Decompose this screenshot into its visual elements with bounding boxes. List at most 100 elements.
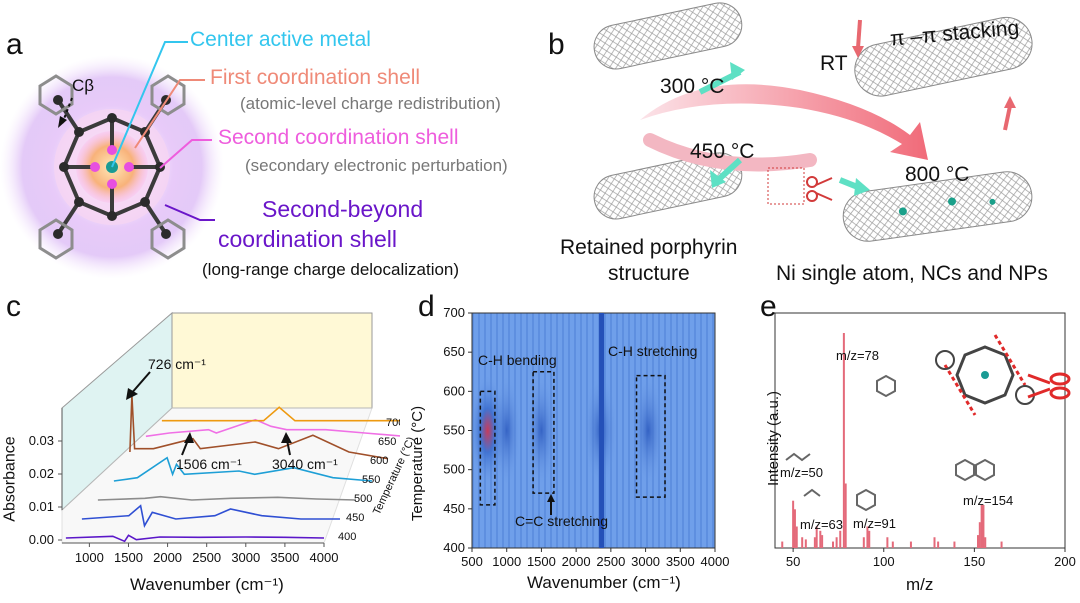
- series-500: [97, 495, 357, 501]
- benzene-icon: [876, 374, 896, 398]
- x-tick-label: 2500: [596, 554, 625, 569]
- peak-bar-62: [813, 537, 816, 548]
- y-tick-label: 450: [443, 501, 465, 516]
- cycle-arrow: [640, 84, 928, 160]
- x-tick-label: 3000: [231, 550, 260, 565]
- y-tick-label: 0.02: [29, 466, 54, 481]
- peak-bar-155: [982, 505, 985, 548]
- peak-bar-74: [835, 537, 838, 548]
- x-tick-label: 1500: [527, 554, 556, 569]
- beyond-shell-label-line1: Second-beyond: [262, 196, 424, 222]
- hotspot-3040: [632, 375, 664, 486]
- beyond-shell-label-line2: coordination shell: [218, 226, 398, 252]
- box-c-h-bending: [479, 390, 496, 506]
- nitrogen-atoms: [90, 145, 134, 189]
- phenyl-groups: [38, 74, 186, 260]
- peak-bar-51: [793, 509, 796, 548]
- ch-stretching-label: C-H stretching: [608, 343, 698, 359]
- panel-c-xlabel: Wavenumber (cm⁻¹): [130, 575, 284, 594]
- y-tick-label: 0.01: [29, 499, 54, 514]
- temp-300C-label: 300 °C: [660, 75, 725, 98]
- hotspot-1000: [492, 375, 521, 486]
- scissors-icon: [1027, 372, 1071, 400]
- peak-bar-57: [804, 539, 807, 548]
- peak-bar-139: [953, 541, 956, 548]
- biphenyl-icon: [955, 458, 995, 482]
- x-tick-label: 1000: [75, 550, 104, 565]
- z-tick-label: 600: [370, 455, 388, 467]
- z-tick-label: 500: [354, 493, 372, 505]
- peak-bar-115: [909, 541, 912, 548]
- stacking-arrow-right: [1003, 105, 1012, 131]
- ni-caption: Ni single atom, NCs and NPs: [776, 262, 1048, 285]
- series-450: [81, 504, 340, 528]
- first-shell-label: First coordination shell: [210, 66, 421, 89]
- first-shell-note: (atomic-level charge redistribution): [240, 94, 501, 113]
- x-tick-label: 1500: [114, 550, 143, 565]
- x-tick-label: 200: [1054, 554, 1076, 569]
- second-shell-label: Second coordination shell: [218, 126, 459, 149]
- x-tick-label: 4000: [310, 550, 339, 565]
- peak-bar-153: [978, 522, 981, 548]
- series-600: [129, 395, 389, 460]
- peak-bar-156: [984, 537, 987, 548]
- z-tick-label: 450: [346, 512, 364, 524]
- co2-band: [599, 313, 605, 548]
- ch-bending-label: C-H bending: [478, 352, 557, 368]
- porphyrin-molecule-box: [767, 167, 805, 205]
- peak-label-50: m/z=50: [780, 465, 823, 480]
- second-shell-note: (secondary electronic perturbation): [245, 156, 508, 175]
- x-tick-label: 3500: [270, 550, 299, 565]
- arrow-to-450C: [715, 157, 743, 183]
- beyond-shell-leader-line: [164, 204, 215, 221]
- c4-fragment-icon: [785, 452, 821, 497]
- rt-label: RT: [820, 52, 848, 75]
- peak-bar-105: [891, 541, 894, 548]
- peak-bar-50: [792, 500, 795, 548]
- peak-bar-152: [977, 535, 979, 548]
- x-tick-label: 150: [964, 554, 986, 569]
- peak-bar-92: [868, 530, 871, 548]
- porphyrin-cleavage-icon: [935, 334, 1035, 416]
- x-tick-label: 3000: [631, 554, 660, 569]
- panel-c-label: c: [6, 290, 21, 323]
- y-tick-label: 0.00: [29, 532, 54, 547]
- peak-bar-128: [933, 537, 936, 548]
- x-tick-label: 4000: [701, 554, 730, 569]
- stacking-arrow: [856, 19, 862, 49]
- retained-porphyrin-line2: structure: [608, 262, 690, 285]
- peak-label-78: m/z=78: [836, 348, 879, 363]
- z-tick-label: 550: [362, 474, 380, 486]
- panel-e-xlabel: m/z: [906, 575, 934, 594]
- series-650: [145, 418, 400, 438]
- peak-bar-79: [844, 483, 847, 548]
- x-tick-label: 50: [786, 554, 800, 569]
- box-c-c-stretching: [532, 371, 555, 494]
- panel-d-xlabel: Wavenumber (cm⁻¹): [527, 573, 681, 592]
- peak-label-154: m/z=154: [963, 493, 1014, 508]
- x-tick-label: 1000: [492, 554, 521, 569]
- annotation-726: 726 cm⁻¹: [148, 356, 206, 372]
- peak-bar-91: [866, 526, 869, 548]
- beyond-shell-note: (long-range charge delocalization): [202, 260, 460, 279]
- box-c-h-stretching: [635, 374, 666, 498]
- series-400: [65, 534, 325, 543]
- c-beta-label: Cβ: [72, 76, 95, 95]
- peak-label-63: m/z=63: [800, 517, 843, 532]
- toluene-icon: [856, 488, 876, 512]
- panel-b-nanotube-illustration: [593, 2, 1033, 242]
- second-shell-leader-line: [159, 139, 212, 169]
- hotspot-1500: [527, 375, 556, 486]
- panel-a-label: a: [6, 28, 23, 61]
- series-550: [113, 456, 373, 482]
- peak-bar-72: [832, 541, 834, 548]
- peak-bar-102: [886, 537, 889, 548]
- z-tick-label: 400: [338, 531, 356, 543]
- center-active-metal-label: Center active metal: [190, 28, 371, 51]
- temp-800C-label: 800 °C: [905, 163, 970, 186]
- panel-c-ylabel: Absorbance: [1, 436, 19, 522]
- y-tick-label: 0.03: [29, 433, 54, 448]
- peak-bar-76: [839, 530, 842, 548]
- x-tick-label: 2000: [562, 554, 591, 569]
